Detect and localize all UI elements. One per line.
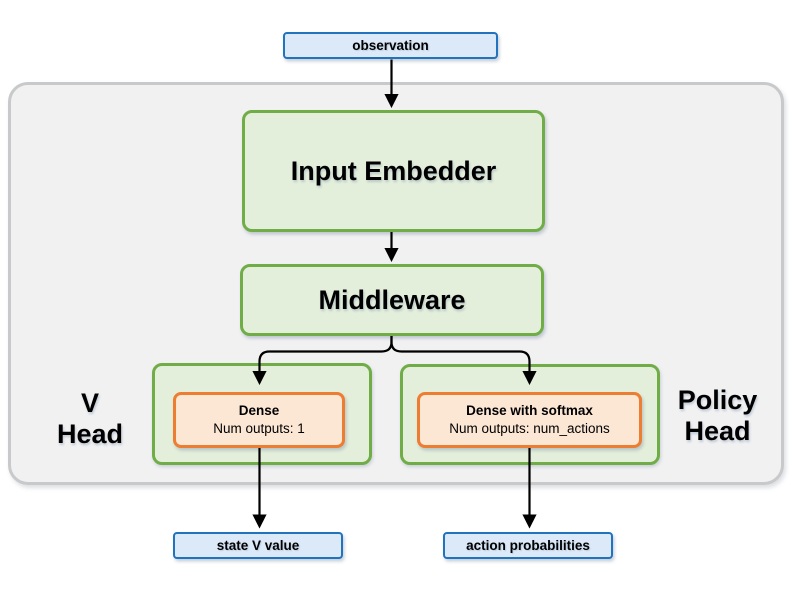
v-head-label: V Head: [28, 388, 152, 450]
node-observation-label: observation: [352, 38, 429, 53]
policy-head-label: Policy Head: [650, 385, 785, 447]
v-head-label-line1: V: [80, 388, 99, 418]
node-input-embedder-label: Input Embedder: [290, 155, 497, 186]
node-state-v-value-label: state V value: [216, 538, 300, 553]
node-middleware: Middleware: [240, 264, 544, 336]
node-dense: Dense Num outputs: 1: [173, 392, 345, 448]
node-action-probabilities: action probabilities: [443, 532, 613, 559]
v-head-label-line2: Head: [56, 419, 124, 449]
node-dense-softmax-title: Dense with softmax: [466, 403, 593, 418]
node-observation: observation: [283, 32, 498, 59]
node-dense-title: Dense: [238, 403, 280, 418]
node-middleware-label: Middleware: [318, 284, 466, 315]
policy-head-label-line1: Policy: [677, 385, 758, 415]
node-dense-softmax: Dense with softmax Num outputs: num_acti…: [417, 392, 642, 448]
policy-head-label-line2: Head: [684, 416, 751, 446]
node-dense-softmax-num-outputs: Num outputs: num_actions: [449, 421, 610, 436]
node-input-embedder: Input Embedder: [242, 110, 545, 232]
node-action-probabilities-label: action probabilities: [466, 538, 590, 553]
node-dense-num-outputs: Num outputs: 1: [213, 421, 305, 436]
node-state-v-value: state V value: [173, 532, 343, 559]
